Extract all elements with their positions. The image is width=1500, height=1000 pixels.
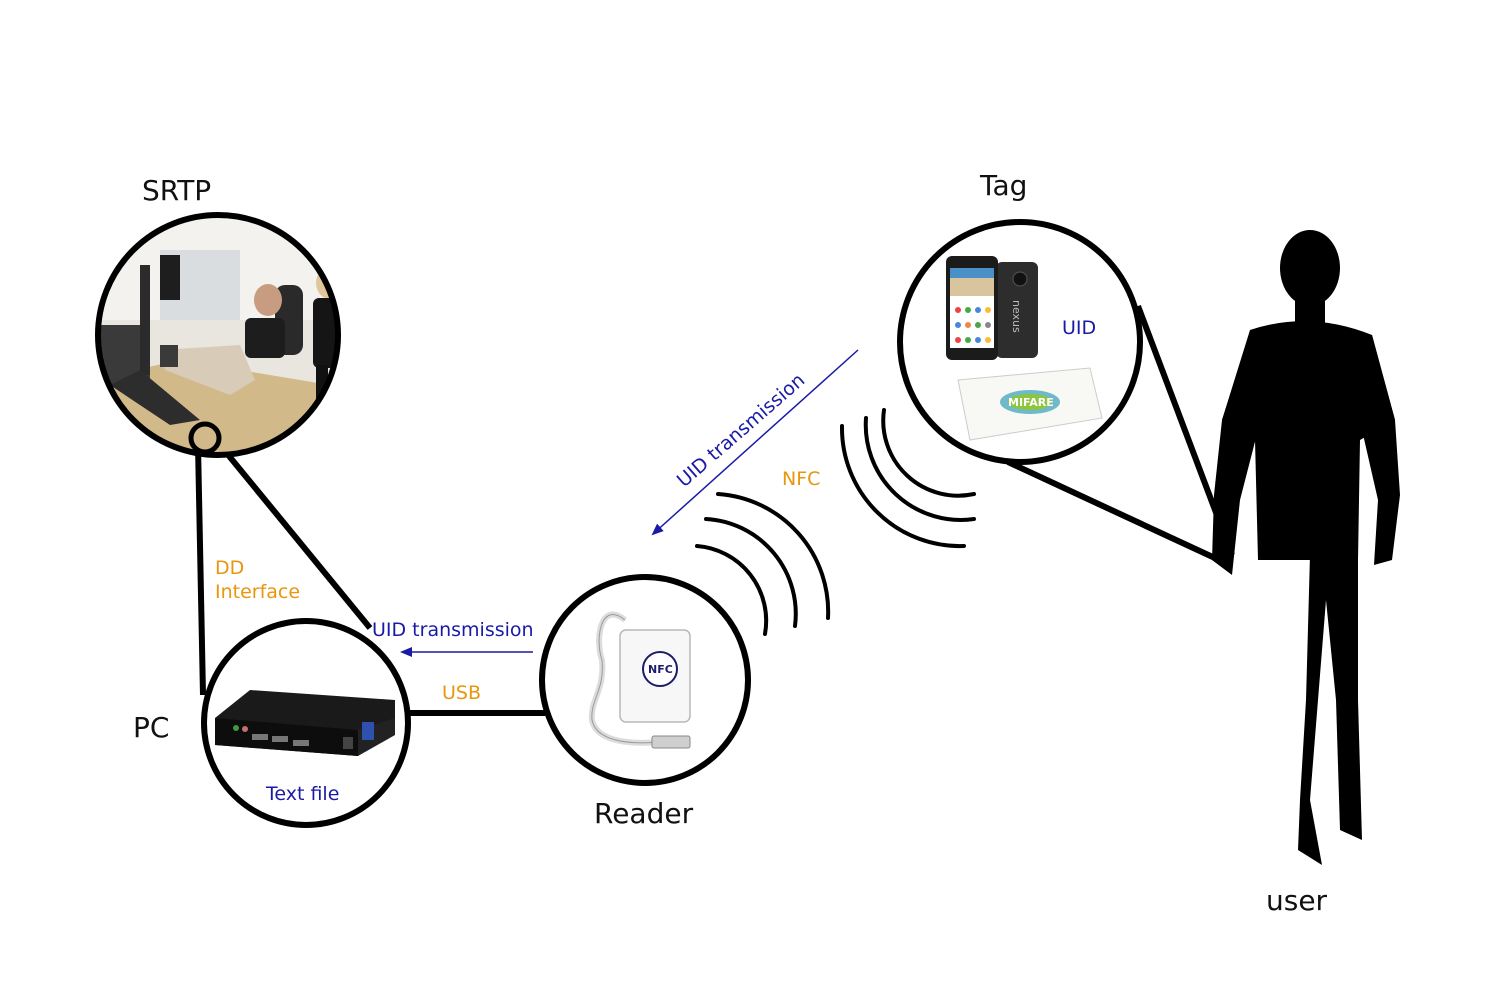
pc-caption: Text file <box>265 783 339 805</box>
nfc-wave-tag-2 <box>863 416 976 522</box>
pc-title: PC <box>133 711 169 744</box>
tag-devices-image: nexus MIFARE <box>946 256 1103 441</box>
tag-node: nexus MIFARE UID Tag <box>897 169 1143 465</box>
srtp-circle <box>95 212 341 458</box>
nfc-wave-tag-1 <box>881 408 976 498</box>
srtp-title: SRTP <box>142 174 211 207</box>
reader-circle <box>539 574 751 786</box>
reader-device-image: NFC <box>588 611 691 749</box>
reader-title: Reader <box>594 797 694 830</box>
tag-title: Tag <box>979 169 1027 202</box>
srtp-photo <box>98 215 338 455</box>
srtp-to-pc-line-right <box>217 443 373 630</box>
srtp-node: SRTP <box>95 174 341 458</box>
nfc-wave-reader-2 <box>704 517 798 628</box>
interface-label: Interface <box>215 581 300 603</box>
reader-pc-arrow-label: UID transmission <box>372 619 534 641</box>
tag-uid-label: UID <box>1062 317 1096 339</box>
reader-nfc-badge: NFC <box>648 663 673 676</box>
srtp-port-circle <box>188 421 222 455</box>
pc-node: PC Text file <box>133 618 411 828</box>
user-title: user <box>1266 884 1328 917</box>
dd-label: DD <box>215 557 244 579</box>
nfc-wave-tag-3 <box>839 424 966 549</box>
reader-node: NFC Reader <box>539 574 751 830</box>
tag-to-user-line-b <box>1006 459 1232 568</box>
usb-label: USB <box>442 682 481 704</box>
phone-brand-text: nexus <box>1010 300 1023 333</box>
pc-circle <box>201 618 411 828</box>
connection-lines <box>195 304 1235 716</box>
nfc-wave-reader-3 <box>716 492 831 620</box>
srtp-to-pc-line-left <box>195 444 206 696</box>
nfc-label: NFC <box>782 468 820 490</box>
user-silhouette <box>1212 230 1400 865</box>
nfc-wave-reader-1 <box>695 544 769 636</box>
tag-to-reader-arrow <box>651 349 859 536</box>
pc-device-image <box>215 690 395 756</box>
card-brand-text: MIFARE <box>1008 396 1054 409</box>
tag-circle <box>897 219 1143 465</box>
nfc-waves <box>695 408 976 636</box>
